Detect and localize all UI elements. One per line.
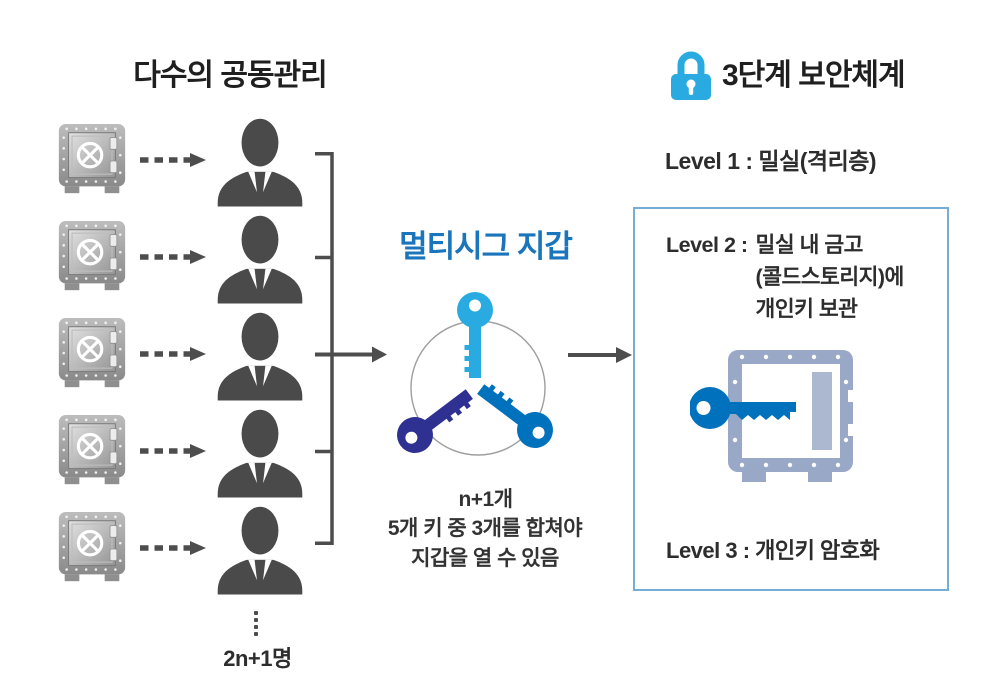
- arrow-to-security-box-icon: [568, 347, 632, 363]
- security-system-title: 3단계 보안체계: [722, 59, 906, 92]
- wallet-description-line1: 5개 키 중 3개를 합쳐야: [387, 517, 583, 540]
- level3-label: Level 3 : 개인키 암호화: [666, 538, 880, 563]
- security-levels-box: Level 2 : 밀실 내 금고 (콜드스토리지)에 개인키 보관: [633, 207, 949, 591]
- custodian-count-label: 2n+1명: [223, 646, 292, 671]
- level2-lines: 밀실 내 금고 (콜드스토리지)에 개인키 보관: [755, 233, 905, 321]
- safe-icon: [58, 414, 126, 485]
- safe-icon: [58, 317, 126, 388]
- multisig-wallet-title: 멀티시그 지갑: [399, 229, 573, 264]
- custodian-row: [40, 209, 360, 306]
- level1-label: Level 1 : 밀실(격리층): [665, 148, 877, 174]
- safe-icon: [58, 220, 126, 291]
- custodian-row: [40, 403, 360, 500]
- level2-label: Level 2 : 밀실 내 금고 (콜드스토리지)에 개인키 보관: [666, 229, 904, 325]
- person-icon: [217, 312, 303, 401]
- person-icon: [217, 506, 303, 595]
- left-section-title: 다수의 공동관리: [133, 59, 328, 92]
- custodian-row: [40, 500, 360, 597]
- key-count-label: n+1개: [458, 488, 513, 511]
- vault-with-key-icon: [690, 350, 854, 482]
- person-icon: [217, 215, 303, 304]
- safe-icon: [58, 511, 126, 582]
- safe-icon: [58, 123, 126, 194]
- custodian-rows: [40, 112, 360, 597]
- person-icon: [217, 118, 303, 207]
- dashed-arrow-icon: [140, 250, 206, 264]
- dashed-arrow-icon: [140, 347, 206, 361]
- bracket-connector-icon: [315, 152, 387, 545]
- multisig-three-keys-icon: [389, 292, 561, 461]
- wallet-description-line2: 지갑을 열 수 있음: [411, 547, 559, 570]
- level2-prefix: Level 2 :: [666, 233, 748, 257]
- lock-icon: [671, 51, 711, 100]
- dashed-arrow-icon: [140, 541, 206, 555]
- custodian-row: [40, 306, 360, 403]
- custodian-row: [40, 112, 360, 209]
- dashed-arrow-icon: [140, 153, 206, 167]
- dashed-arrow-icon: [140, 444, 206, 458]
- vertical-ellipsis-icon: [254, 611, 258, 636]
- person-icon: [217, 409, 303, 498]
